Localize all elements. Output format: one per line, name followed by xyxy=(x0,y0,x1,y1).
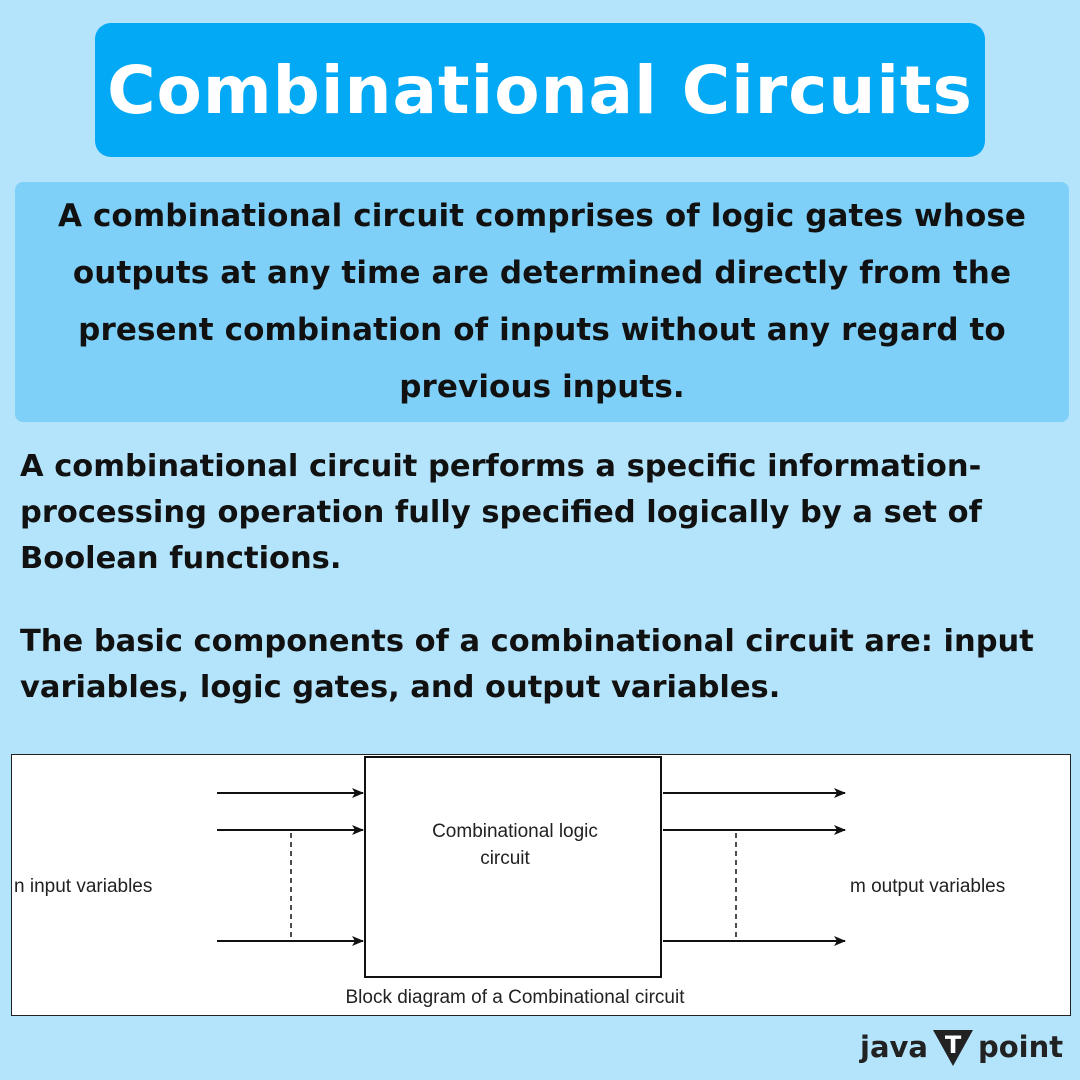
block-label-line2: circuit xyxy=(480,848,530,869)
javatpoint-logo: java T point xyxy=(860,1022,1063,1072)
definition-text: A combinational circuit comprises of log… xyxy=(57,198,1027,405)
logo-left-word: java xyxy=(860,1030,928,1064)
logic-block xyxy=(364,756,662,978)
block-diagram-svg: Combinational logic circuit n input vari… xyxy=(14,756,1005,1008)
input-variables-label: n input variables xyxy=(14,876,152,897)
block-diagram: Combinational logic circuit n input vari… xyxy=(11,754,1071,1016)
paragraph-basic-components: The basic components of a combinational … xyxy=(20,624,1034,705)
paragraph-boolean-functions: A combinational circuit performs a speci… xyxy=(20,449,982,576)
diagram-caption: Block diagram of a Combinational circuit xyxy=(346,987,686,1008)
block-label-line1: Combinational logic xyxy=(432,821,598,842)
page-title: Combinational Circuits xyxy=(107,51,973,129)
logo-right-word: point xyxy=(977,1030,1064,1064)
logo-mark-letter: T xyxy=(945,1031,962,1059)
title-banner: Combinational Circuits xyxy=(95,23,985,157)
definition-box: A combinational circuit comprises of log… xyxy=(15,182,1069,422)
output-variables-label: m output variables xyxy=(850,876,1005,897)
logo-t-mark-icon: T xyxy=(931,1026,975,1068)
